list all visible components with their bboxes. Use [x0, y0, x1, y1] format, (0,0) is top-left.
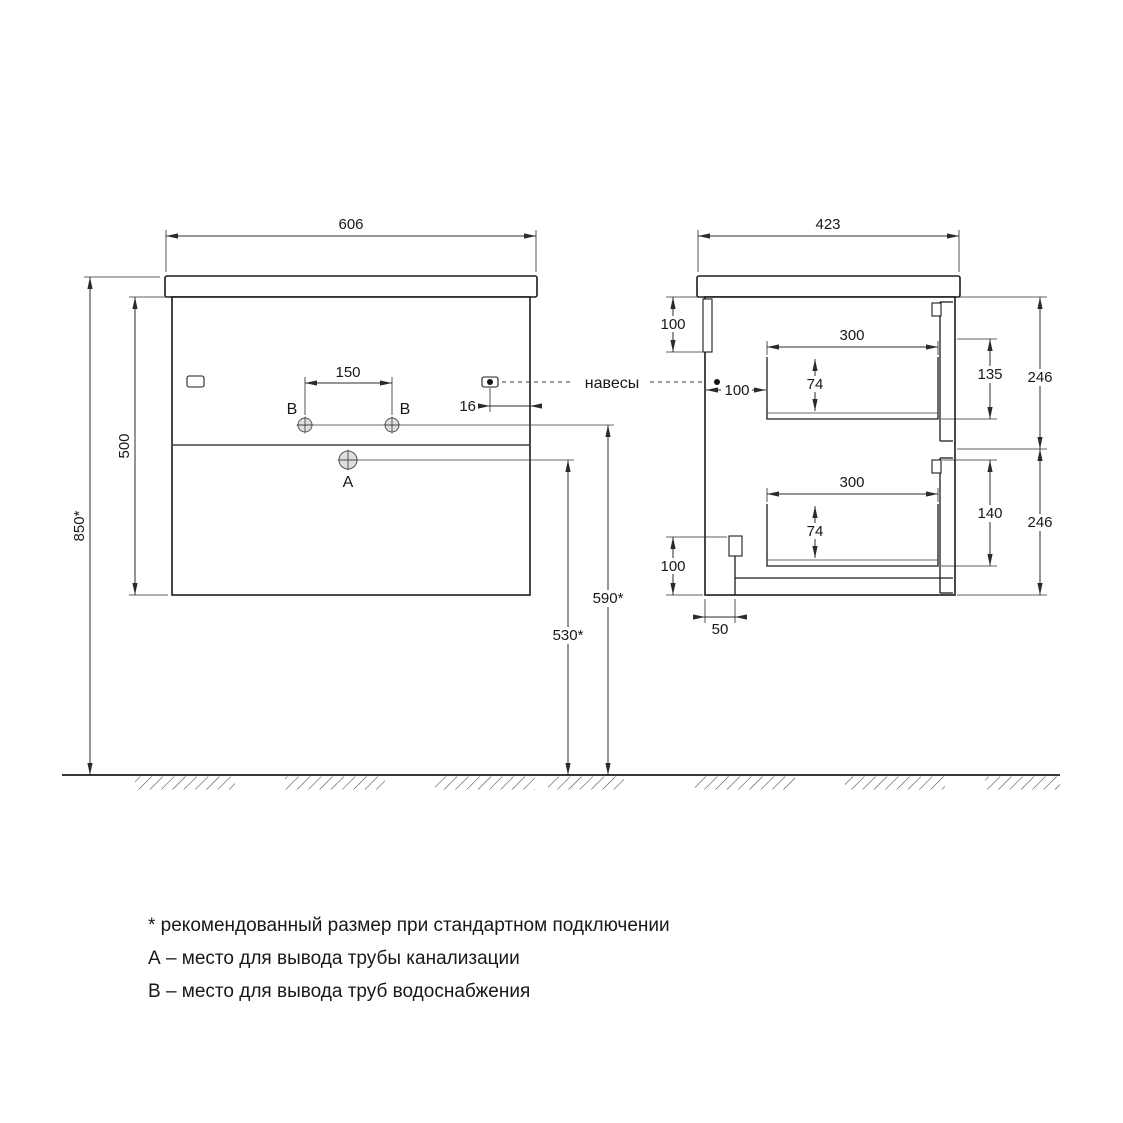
floor-hatch [548, 776, 624, 790]
floor-hatch [985, 776, 1060, 790]
dim-label-clearance-100: 100 [724, 382, 749, 399]
dim-label-530: 530* [553, 627, 584, 644]
dim-a-height-530: 530* [546, 460, 591, 775]
dim-width-606: 606 [165, 216, 537, 272]
note-asterisk: * рекомендованный размер при стандартном… [148, 915, 670, 936]
hangers-label: навесы [585, 375, 639, 392]
handle-profile-top [931, 302, 942, 317]
right-hanger-point [487, 379, 493, 385]
dim-front-height-bottom-246: 246 [957, 449, 1059, 596]
floor-hatch [285, 776, 385, 790]
dim-service-gap-100: 100 [657, 536, 727, 596]
dim-holes-spacing-150: 150 [304, 364, 393, 415]
wall-bracket-slot [702, 298, 713, 353]
dim-bracket-height-100: 100 [657, 296, 702, 353]
label-b-left: B [287, 401, 298, 418]
dim-label-606: 606 [338, 216, 363, 233]
dim-drawer-bottom-74: 74 [801, 506, 829, 558]
dim-label-140: 140 [977, 505, 1002, 522]
floor-hatch [845, 776, 945, 790]
dim-label-gap-100: 100 [660, 558, 685, 575]
drawer-top-box [766, 357, 939, 420]
dim-label-50: 50 [712, 621, 729, 638]
pipe-clip [728, 535, 743, 557]
dim-label-150: 150 [335, 364, 360, 381]
floor-hatch [435, 776, 535, 790]
notes: * рекомендованный размер при стандартном… [148, 915, 670, 1002]
drawer-bottom-box [766, 504, 939, 567]
floor-hatch [695, 776, 795, 790]
note-b: В – место для вывода труб водоснабжения [148, 981, 530, 1002]
dim-front-height-top-246: 246 [957, 296, 1059, 450]
dim-label-top-74: 74 [807, 376, 824, 393]
dim-label-bottom-300: 300 [839, 474, 864, 491]
dim-label-top-300: 300 [839, 327, 864, 344]
dim-drawer-top-300: 300 [766, 327, 939, 355]
dim-label-bracket-100: 100 [660, 316, 685, 333]
dim-back-clearance-100: 100 [706, 382, 766, 399]
note-a: А – место для вывода трубы канализации [148, 948, 520, 969]
dim-hanger-inset-16: 16 [459, 388, 542, 415]
dim-front-offset-140: 140 [941, 459, 1007, 567]
dim-notch-depth-50: 50 [693, 599, 747, 638]
dim-label-246-top: 246 [1027, 369, 1052, 386]
dim-label-590: 590* [593, 590, 624, 607]
dim-drawer-bottom-300: 300 [766, 474, 939, 502]
dim-body-height-500: 500 [116, 296, 168, 596]
handle-profile-bottom [931, 459, 942, 474]
dim-label-135: 135 [977, 366, 1002, 383]
front-countertop [164, 275, 538, 298]
dim-label-850: 850* [71, 510, 88, 541]
dim-label-423: 423 [815, 216, 840, 233]
dim-total-height-850: 850* [71, 276, 160, 775]
dim-label-bottom-74: 74 [807, 523, 824, 540]
left-hanger-bracket [186, 375, 205, 388]
dim-b-height-590: 590* [586, 425, 631, 775]
floor-hatch [135, 776, 235, 790]
label-a: A [343, 474, 354, 491]
dim-label-246-bottom: 246 [1027, 514, 1052, 531]
front-view: B B A 606 850* 500 150 [71, 216, 631, 775]
side-hanger-point [714, 379, 720, 385]
dim-depth-423: 423 [697, 216, 960, 272]
side-countertop [696, 275, 961, 298]
side-view: 423 100 100 300 74 [657, 216, 1059, 638]
dim-drawer-top-74: 74 [801, 359, 829, 411]
label-b-right: B [400, 401, 411, 418]
front-cabinet-body [171, 296, 531, 596]
dim-label-16: 16 [459, 398, 476, 415]
floor [62, 774, 1060, 790]
dim-front-offset-135: 135 [941, 338, 1007, 420]
dim-label-500: 500 [116, 433, 133, 458]
hangers-callout: навесы [502, 375, 713, 392]
